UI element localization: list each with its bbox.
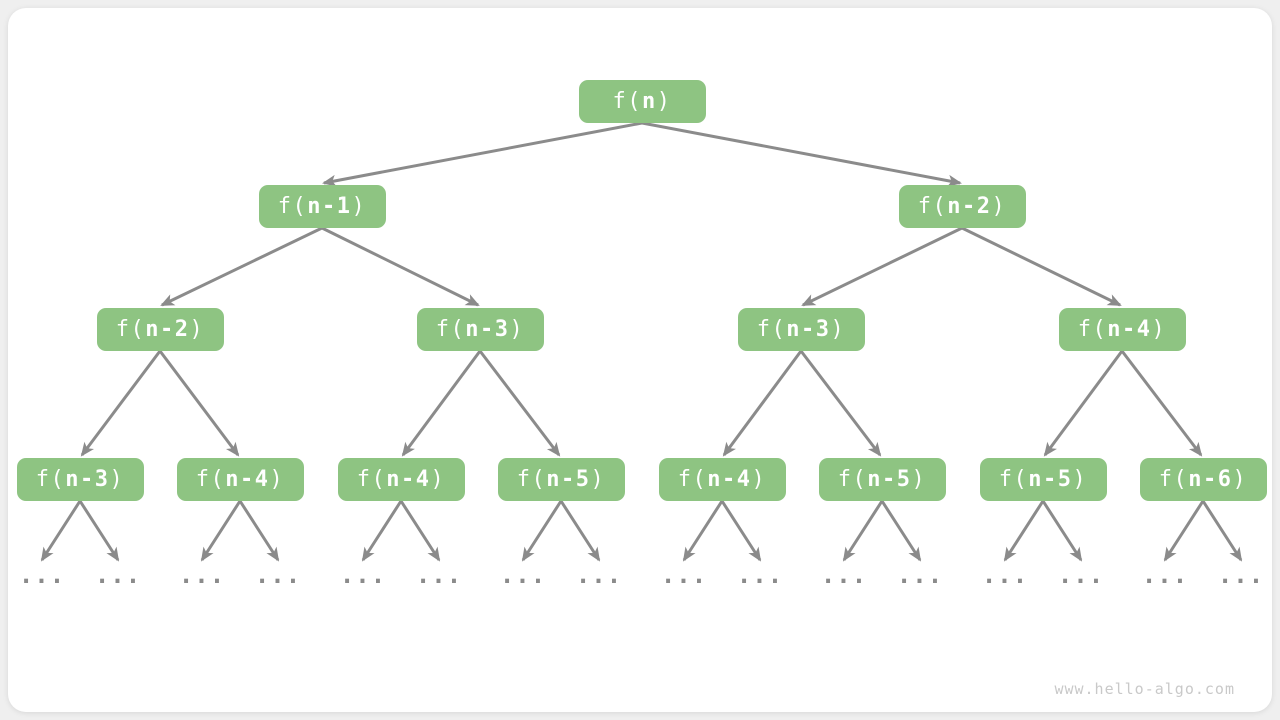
node-label-arg: n (642, 89, 657, 114)
node-label-arg: n-4 (1107, 317, 1152, 342)
node-label-prefix: f( (115, 317, 146, 342)
node-f-n: f(n) (578, 80, 706, 123)
node-label-prefix: f( (1077, 317, 1108, 342)
node-label-prefix: f( (356, 467, 387, 492)
ellipsis: ... (18, 561, 66, 589)
node-label-suffix: ) (189, 317, 205, 342)
ellipsis: ... (660, 561, 708, 589)
node-label-arg: n-4 (707, 467, 752, 492)
ellipsis: ... (94, 561, 142, 589)
node-label-prefix: f( (756, 317, 787, 342)
ellipsis: ... (896, 561, 944, 589)
node-f-n4-l3: f(n-4) (1058, 308, 1186, 351)
node-f-n2-l3: f(n-2) (96, 308, 224, 351)
ellipsis: ... (820, 561, 868, 589)
node-label-arg: n-3 (465, 317, 510, 342)
node-label-prefix: f( (277, 194, 308, 219)
node-f-n3-l3: f(n-3) (737, 308, 865, 351)
node-label-arg: n-2 (947, 194, 992, 219)
node-label-suffix: ) (991, 194, 1007, 219)
node-label-suffix: ) (430, 467, 446, 492)
ellipsis: ... (415, 561, 463, 589)
node-label-suffix: ) (911, 467, 927, 492)
node-label-suffix: ) (109, 467, 125, 492)
watermark-text: www.hello-algo.com (1054, 680, 1235, 698)
node-label-arg: n-1 (307, 194, 352, 219)
ellipsis: ... (339, 561, 387, 589)
node-label-prefix: f( (998, 467, 1029, 492)
node-label-arg: n-5 (546, 467, 591, 492)
ellipsis: ... (736, 561, 784, 589)
node-label-arg: n-2 (145, 317, 190, 342)
node-label-prefix: f( (917, 194, 948, 219)
node-label-suffix: ) (1151, 317, 1167, 342)
node-label-suffix: ) (751, 467, 767, 492)
node-label-prefix: f( (837, 467, 868, 492)
node-label-suffix: ) (351, 194, 367, 219)
node-label-arg: n-4 (386, 467, 431, 492)
node-label-prefix: f( (35, 467, 66, 492)
node-label-suffix: ) (1072, 467, 1088, 492)
ellipsis: ... (1217, 561, 1265, 589)
ellipsis: ... (254, 561, 302, 589)
ellipsis: ... (1141, 561, 1189, 589)
ellipsis: ... (178, 561, 226, 589)
ellipsis: ... (1057, 561, 1105, 589)
node-label-arg: n-5 (1028, 467, 1073, 492)
node-label-suffix: ) (590, 467, 606, 492)
node-label-prefix: f( (195, 467, 226, 492)
node-label-arg: n-3 (786, 317, 831, 342)
ellipsis: ... (575, 561, 623, 589)
node-f-n3-l4: f(n-3) (16, 458, 144, 501)
node-label-suffix: ) (269, 467, 285, 492)
node-f-n4-l4: f(n-4) (337, 458, 465, 501)
node-f-n5-l4: f(n-5) (497, 458, 625, 501)
node-f-n3-l3: f(n-3) (416, 308, 544, 351)
ellipsis: ... (981, 561, 1029, 589)
node-label-suffix: ) (1232, 467, 1248, 492)
node-label-arg: n-5 (867, 467, 912, 492)
node-label-prefix: f( (516, 467, 547, 492)
node-f-n6-l4: f(n-6) (1139, 458, 1267, 501)
node-f-n5-l4: f(n-5) (818, 458, 946, 501)
node-f-n4-l4: f(n-4) (658, 458, 786, 501)
node-f-n2: f(n-2) (898, 185, 1026, 228)
node-label-arg: n-3 (65, 467, 110, 492)
node-f-n5-l4: f(n-5) (979, 458, 1107, 501)
node-label-arg: n-6 (1188, 467, 1233, 492)
node-label-prefix: f( (677, 467, 708, 492)
node-f-n1: f(n-1) (258, 185, 386, 228)
node-label-prefix: f( (435, 317, 466, 342)
node-label-suffix: ) (830, 317, 846, 342)
node-label-suffix: ) (656, 89, 672, 114)
ellipsis: ... (499, 561, 547, 589)
node-label-prefix: f( (612, 89, 642, 114)
node-f-n4-l4: f(n-4) (176, 458, 304, 501)
node-label-arg: n-4 (225, 467, 270, 492)
node-label-suffix: ) (509, 317, 525, 342)
node-label-prefix: f( (1158, 467, 1189, 492)
